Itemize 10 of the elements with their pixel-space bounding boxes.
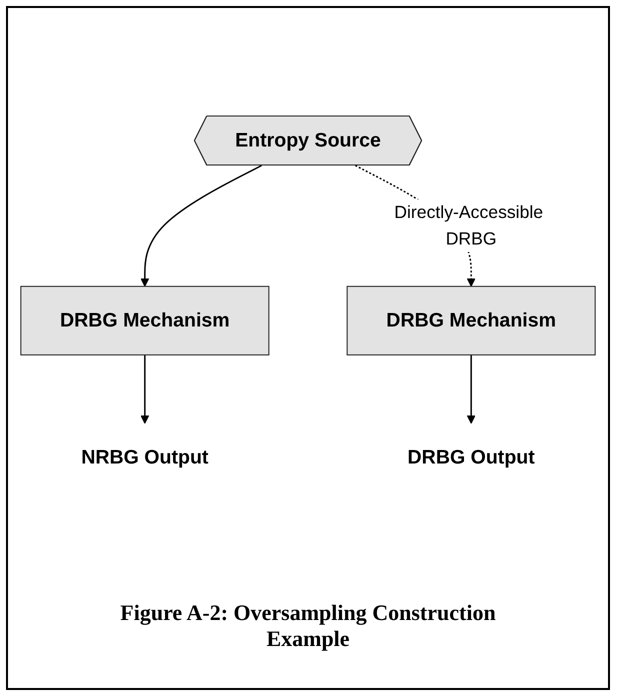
node-text: NRBG Output bbox=[81, 446, 208, 468]
node-box bbox=[20, 286, 270, 356]
arrow bbox=[140, 354, 150, 424]
node-box bbox=[346, 286, 596, 356]
arrow bbox=[466, 354, 476, 424]
edge-label: Directly-Accessible DRBG bbox=[394, 202, 544, 248]
figure-caption: Figure A-2: Oversampling Construction Example bbox=[119, 600, 497, 652]
arrow bbox=[140, 164, 262, 287]
node-text: DRBG Output bbox=[408, 446, 535, 468]
figure-frame: Directly-Accessible DRBG Entropy Source DRBG Mechanism DRBG Mechanism NRBG Output DRBG Output Figure A-2: Oversampling Construction Example bbox=[6, 6, 610, 690]
